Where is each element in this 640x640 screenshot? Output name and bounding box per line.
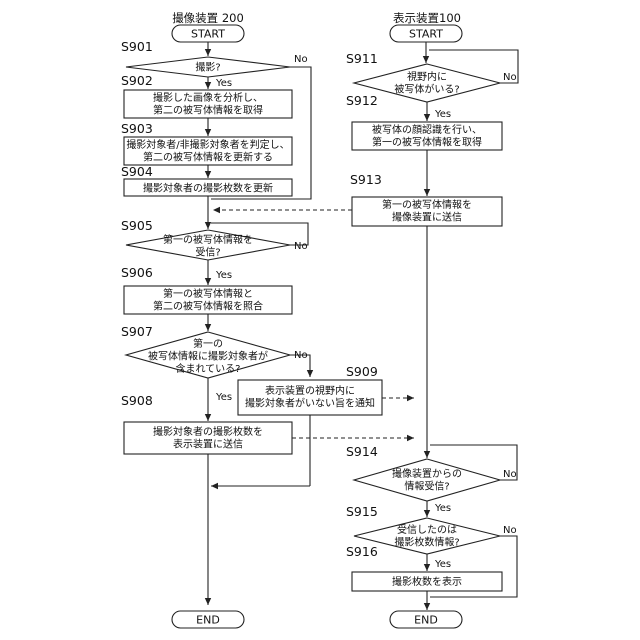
yes-label-s901: Yes bbox=[215, 78, 232, 89]
step-text-line: 被写体の顔認識を行い、 bbox=[372, 123, 482, 136]
step-text-line: 情報受信? bbox=[404, 480, 449, 493]
start-label-display: START bbox=[409, 28, 443, 41]
step-text-line: 撮像装置に送信 bbox=[392, 211, 462, 224]
step-text-line: 表示装置の視野内に bbox=[265, 384, 355, 397]
step-text-line: 撮影対象者の撮影枚数を更新 bbox=[143, 182, 273, 195]
step-text-line: 受信? bbox=[195, 247, 220, 259]
step-text-line: 撮影枚数を表示 bbox=[392, 575, 462, 588]
step-id-s907: S907 bbox=[121, 324, 153, 339]
step-id-s905: S905 bbox=[121, 218, 153, 233]
step-id-s901: S901 bbox=[121, 39, 153, 54]
step-text-line: 第二の被写体情報を更新する bbox=[143, 151, 273, 164]
step-text-line: 第一の被写体情報を取得 bbox=[372, 136, 482, 149]
step-text-line: 第一の被写体情報を bbox=[382, 198, 472, 211]
step-text-line: 撮影対象者の撮影枚数を bbox=[153, 425, 263, 438]
camera-device-header: 撮像装置 200 bbox=[172, 11, 244, 25]
step-text-line: 第一の被写体情報と bbox=[163, 287, 253, 300]
step-id-s911: S911 bbox=[346, 51, 378, 66]
no-label-s911: No bbox=[503, 72, 517, 83]
yes-label-s905: Yes bbox=[215, 270, 232, 281]
step-text-line: 撮影した画像を分析し、 bbox=[153, 91, 263, 104]
step-text-s904: 撮影対象者の撮影枚数を更新 bbox=[143, 182, 273, 195]
step-id-s912: S912 bbox=[346, 93, 378, 108]
step-text-line: 第二の被写体情報を取得 bbox=[153, 104, 263, 117]
display-device-header: 表示装置100 bbox=[393, 11, 461, 25]
step-text-line: 第一の bbox=[193, 337, 223, 350]
step-id-s906: S906 bbox=[121, 265, 153, 280]
step-text-s906: 第一の被写体情報と第二の被写体情報を照合 bbox=[153, 287, 263, 313]
step-id-s908: S908 bbox=[121, 393, 153, 408]
end-label-display: END bbox=[414, 614, 438, 627]
step-text-s912: 被写体の顔認識を行い、第一の被写体情報を取得 bbox=[372, 123, 482, 149]
no-label-s915: No bbox=[503, 525, 517, 536]
step-id-s916: S916 bbox=[346, 544, 378, 559]
start-label-camera: START bbox=[191, 28, 225, 41]
decision-s914 bbox=[354, 459, 500, 501]
step-id-s915: S915 bbox=[346, 504, 378, 519]
step-text-s907: 第一の被写体情報に撮影対象者が含まれている? bbox=[148, 337, 268, 375]
step-id-s903: S903 bbox=[121, 121, 153, 136]
step-text-line: 撮像装置からの bbox=[392, 467, 462, 480]
step-id-s902: S902 bbox=[121, 73, 153, 88]
step-text-line: 撮影枚数情報? bbox=[394, 536, 459, 549]
step-text-line: 受信したのは bbox=[397, 524, 457, 536]
step-id-s909: S909 bbox=[346, 364, 378, 379]
step-text-s916: 撮影枚数を表示 bbox=[392, 575, 462, 588]
no-label-s907: No bbox=[294, 350, 308, 361]
step-text-line: 撮影? bbox=[195, 61, 220, 74]
step-text-s913: 第一の被写体情報を撮像装置に送信 bbox=[382, 198, 472, 224]
step-id-s913: S913 bbox=[350, 172, 382, 187]
no-label-s905: No bbox=[294, 241, 308, 252]
yes-label-s907: Yes bbox=[215, 392, 232, 403]
step-text-line: 被写体情報に撮影対象者が bbox=[148, 350, 268, 363]
no-label-s914: No bbox=[503, 469, 517, 480]
step-text-line: 含まれている? bbox=[175, 362, 240, 375]
yes-label-s915: Yes bbox=[434, 559, 451, 570]
end-label-camera: END bbox=[196, 614, 220, 627]
step-text-line: 撮影対象者がいない旨を通知 bbox=[245, 397, 375, 410]
yes-label-s914: Yes bbox=[434, 503, 451, 514]
step-text-s902: 撮影した画像を分析し、第二の被写体情報を取得 bbox=[153, 91, 263, 117]
step-text-line: 視野内に bbox=[407, 70, 447, 83]
step-text-line: 第一の被写体情報を bbox=[163, 233, 253, 246]
no-label-s901: No bbox=[294, 54, 308, 65]
step-text-line: 第二の被写体情報を照合 bbox=[153, 300, 263, 313]
yes-label-s911: Yes bbox=[434, 109, 451, 120]
step-text-s903: 撮影対象者/非撮影対象者を判定し、第二の被写体情報を更新する bbox=[126, 138, 289, 164]
step-text-line: 撮影対象者/非撮影対象者を判定し、 bbox=[126, 138, 289, 151]
step-text-line: 被写体がいる? bbox=[394, 83, 459, 96]
step-text-line: 表示装置に送信 bbox=[173, 438, 243, 451]
step-text-s901: 撮影? bbox=[195, 61, 220, 74]
step-id-s914: S914 bbox=[346, 444, 378, 459]
step-id-s904: S904 bbox=[121, 164, 153, 179]
